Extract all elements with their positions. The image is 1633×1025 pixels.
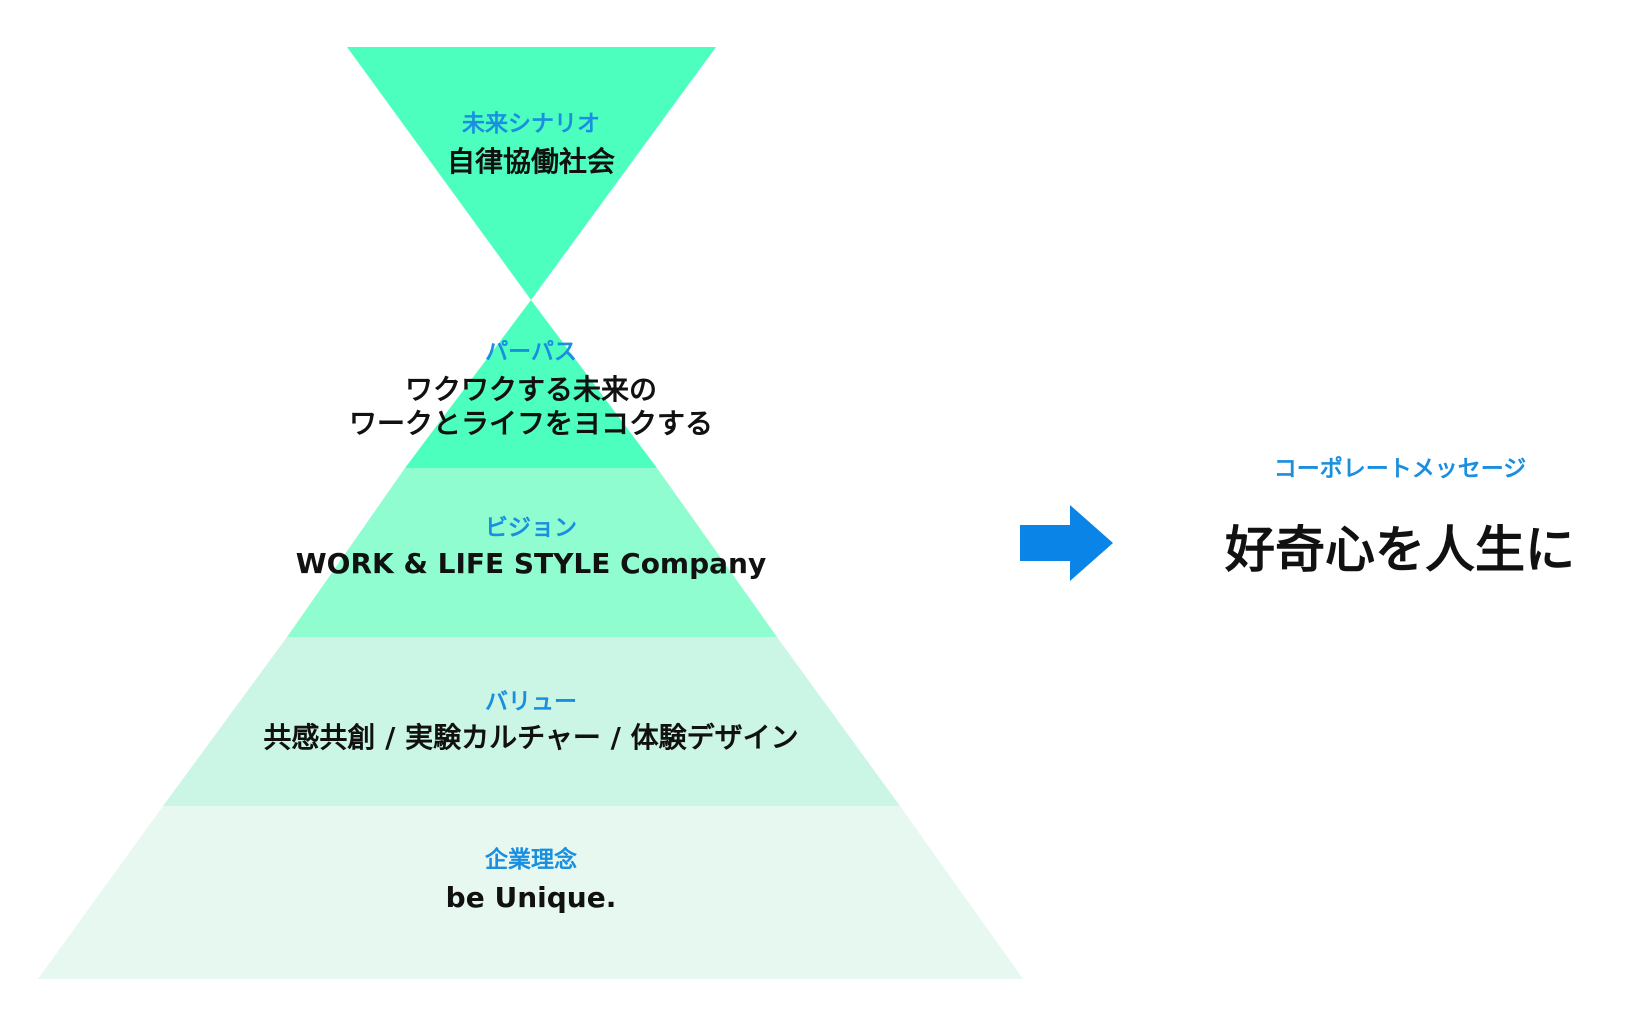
corporate-message-category: コーポレートメッセージ <box>1273 456 1527 482</box>
vision-text: WORK & LIFE STYLE Company <box>295 547 767 580</box>
value-text: 共感共創 / 実験カルチャー / 体験デザイン <box>263 721 799 754</box>
future-scenario-triangle <box>347 47 716 300</box>
right-arrow-icon <box>1020 505 1113 581</box>
philosophy-text: be Unique. <box>445 881 617 914</box>
purpose-category: パーパス <box>485 339 577 365</box>
future-scenario-category: 未来シナリオ <box>462 111 600 137</box>
value-band <box>163 637 900 806</box>
purpose-text-line2: ワークとライフをヨコクする <box>348 407 713 440</box>
purpose-text-line1: ワクワクする未来の <box>404 373 657 406</box>
purpose-band <box>405 300 657 468</box>
corporate-message-text: 好奇心を人生に <box>1225 521 1575 579</box>
value-category: バリュー <box>485 689 577 715</box>
vision-category: ビジョン <box>485 515 577 541</box>
vision-band <box>287 468 777 637</box>
philosophy-band <box>38 806 1023 979</box>
philosophy-category: 企業理念 <box>485 847 577 873</box>
future-scenario-text: 自律協働社会 <box>446 145 615 178</box>
